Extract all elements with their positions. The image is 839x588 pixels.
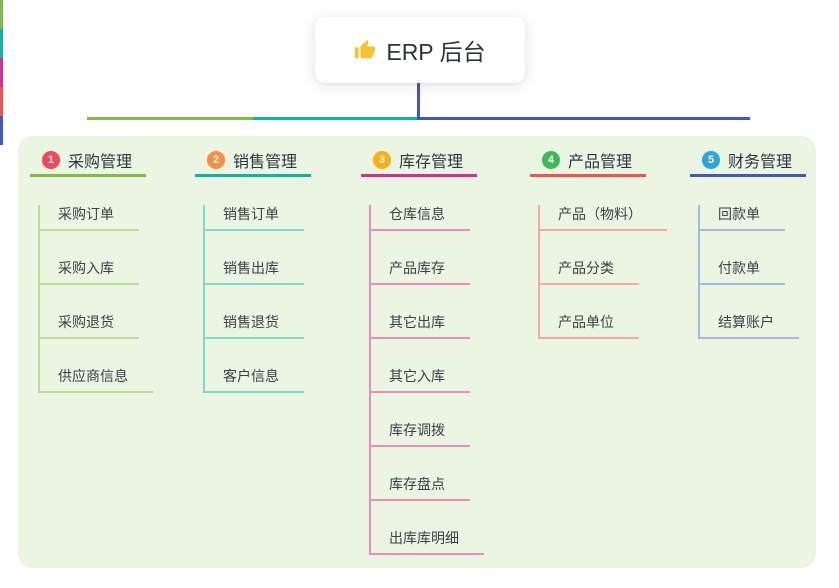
connector-horizontal-blue (418, 117, 750, 120)
branch-purchase: 1 采购管理 采购订单 采购入库 采购退货 供应商信息 (30, 146, 153, 393)
connector-horizontal-green (86, 117, 253, 120)
node-purchase-inbound[interactable]: 采购入库 (40, 259, 139, 285)
connector-stub-sales (0, 29, 3, 58)
node-settlement-account[interactable]: 结算账户 (700, 313, 799, 339)
node-stock-count[interactable]: 库存盘点 (371, 475, 470, 501)
connector-stub-purchase (0, 0, 3, 29)
node-product-stock[interactable]: 产品库存 (371, 259, 470, 285)
node-supplier-info[interactable]: 供应商信息 (40, 367, 153, 393)
branch-sales: 2 销售管理 销售订单 销售出库 销售退货 客户信息 (195, 146, 311, 393)
node-sales-outbound[interactable]: 销售出库 (205, 259, 304, 285)
branch-title-label: 采购管理 (68, 154, 133, 171)
branch-title-sales[interactable]: 2 销售管理 (195, 146, 311, 177)
branch-inventory: 3 库存管理 仓库信息 产品库存 其它出库 其它入库 库存调拨 库存盘点 出库库… (361, 146, 484, 555)
connector-root-drop (416, 83, 420, 120)
branch-number-badge: 3 (373, 151, 391, 169)
node-inout-detail[interactable]: 出库库明细 (371, 529, 484, 555)
node-purchase-return[interactable]: 采购退货 (40, 313, 139, 339)
branch-title-label: 产品管理 (568, 154, 633, 171)
branch-title-inventory[interactable]: 3 库存管理 (361, 146, 477, 177)
branch-children: 回款单 付款单 结算账户 (698, 205, 799, 339)
connector-stub-finance (0, 116, 3, 145)
branch-children: 仓库信息 产品库存 其它出库 其它入库 库存调拨 库存盘点 出库库明细 (369, 205, 484, 555)
node-payment-order[interactable]: 付款单 (700, 259, 785, 285)
node-sales-order[interactable]: 销售订单 (205, 205, 304, 231)
branch-title-label: 库存管理 (399, 154, 464, 171)
connector-stub-inventory (0, 58, 3, 87)
root-node-erp[interactable]: ERP 后台 (315, 17, 525, 83)
branch-number-badge: 5 (702, 151, 720, 169)
branch-title-purchase[interactable]: 1 采购管理 (30, 146, 146, 177)
node-sales-return[interactable]: 销售退货 (205, 313, 304, 339)
node-product-category[interactable]: 产品分类 (540, 259, 639, 285)
node-stock-transfer[interactable]: 库存调拨 (371, 421, 470, 447)
branch-number-badge: 2 (207, 151, 225, 169)
node-purchase-order[interactable]: 采购订单 (40, 205, 139, 231)
branch-title-finance[interactable]: 5 财务管理 (690, 146, 806, 177)
branch-finance: 5 财务管理 回款单 付款单 结算账户 (690, 146, 806, 339)
connector-stub-product (0, 87, 3, 116)
node-product-material[interactable]: 产品（物料） (540, 205, 667, 231)
branches-panel (18, 136, 816, 568)
thumbs-up-icon (355, 39, 376, 59)
branch-children: 采购订单 采购入库 采购退货 供应商信息 (38, 205, 153, 393)
node-customer-info[interactable]: 客户信息 (205, 367, 304, 393)
branch-title-label: 销售管理 (233, 154, 298, 171)
node-other-outbound[interactable]: 其它出库 (371, 313, 470, 339)
node-receipt-order[interactable]: 回款单 (700, 205, 785, 231)
branch-number-badge: 4 (542, 151, 560, 169)
branch-number-badge: 1 (42, 151, 60, 169)
branch-title-product[interactable]: 4 产品管理 (530, 146, 646, 177)
root-node-label: ERP 后台 (386, 39, 486, 65)
node-other-inbound[interactable]: 其它入库 (371, 367, 470, 393)
branch-children: 产品（物料） 产品分类 产品单位 (538, 205, 667, 339)
node-warehouse-info[interactable]: 仓库信息 (371, 205, 470, 231)
branch-product: 4 产品管理 产品（物料） 产品分类 产品单位 (530, 146, 667, 339)
branch-title-label: 财务管理 (728, 154, 793, 171)
node-product-unit[interactable]: 产品单位 (540, 313, 639, 339)
branch-children: 销售订单 销售出库 销售退货 客户信息 (203, 205, 304, 393)
connector-horizontal-teal (253, 117, 419, 120)
